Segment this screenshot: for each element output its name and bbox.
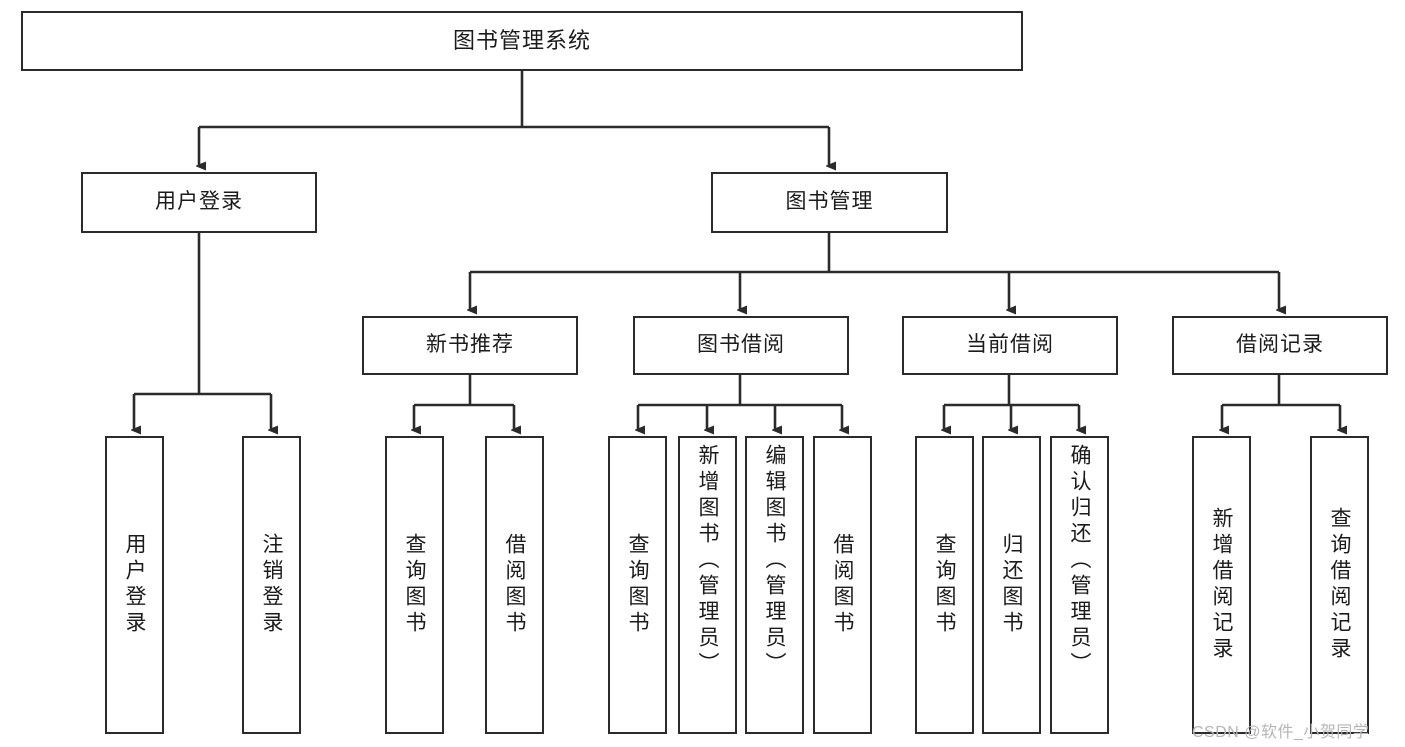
node-label: 借阅记录 — [1236, 333, 1324, 357]
node-label: 查询借阅记录 — [1328, 507, 1351, 663]
node-label: 借阅图书 — [503, 533, 526, 637]
node-book-borrowing[interactable]: 图书借阅 — [633, 316, 849, 375]
node-label: 新增图书（管理员） — [696, 444, 719, 678]
node-label: 图书管理系统 — [452, 28, 591, 54]
node-label: 图书管理 — [785, 190, 874, 214]
node-label: 借阅图书 — [831, 533, 854, 637]
node-current-borrowing[interactable]: 当前借阅 — [902, 316, 1118, 375]
node-label: 查询图书 — [626, 533, 649, 637]
node-label: 用户登录 — [155, 190, 243, 214]
node-borrow-records[interactable]: 借阅记录 — [1172, 316, 1388, 375]
node-label: 新增借阅记录 — [1210, 507, 1233, 663]
node-label: 用户登录 — [123, 533, 146, 637]
node-label: 编辑图书（管理员） — [763, 444, 786, 678]
node-leaf-user-login[interactable]: 用户登录 — [105, 436, 164, 734]
node-label: 查询图书 — [403, 533, 426, 637]
watermark: CSDN @软件_小贺同学 — [1192, 724, 1370, 741]
node-label: 注销登录 — [260, 533, 283, 637]
node-leaf-edit-book-admin[interactable]: 编辑图书（管理员） — [745, 436, 804, 734]
node-label: 当前借阅 — [966, 333, 1054, 357]
node-leaf-logout[interactable]: 注销登录 — [242, 436, 301, 734]
node-book-management[interactable]: 图书管理 — [711, 172, 948, 233]
node-label: 归还图书 — [1000, 533, 1023, 637]
node-leaf-add-borrow-record[interactable]: 新增借阅记录 — [1192, 436, 1251, 734]
node-user-login[interactable]: 用户登录 — [81, 172, 317, 233]
node-root-book-management-system[interactable]: 图书管理系统 — [21, 11, 1023, 71]
node-leaf-cur-query-book[interactable]: 查询图书 — [915, 436, 974, 734]
node-label: 查询图书 — [933, 533, 956, 637]
node-label: 新书推荐 — [426, 333, 514, 357]
node-leaf-borrow-query-book[interactable]: 查询图书 — [608, 436, 667, 734]
node-leaf-return-book[interactable]: 归还图书 — [982, 436, 1041, 734]
node-leaf-add-book-admin[interactable]: 新增图书（管理员） — [678, 436, 737, 734]
node-new-book-recommendation[interactable]: 新书推荐 — [362, 316, 578, 375]
node-leaf-confirm-return-admin[interactable]: 确认归还（管理员） — [1050, 436, 1109, 734]
node-label: 确认归还（管理员） — [1068, 444, 1091, 678]
node-label: 图书借阅 — [697, 333, 785, 357]
node-leaf-borrow-borrow-book[interactable]: 借阅图书 — [813, 436, 872, 734]
node-leaf-rec-query-book[interactable]: 查询图书 — [385, 436, 444, 734]
node-leaf-query-borrow-record[interactable]: 查询借阅记录 — [1310, 436, 1369, 734]
node-leaf-rec-borrow-book[interactable]: 借阅图书 — [485, 436, 544, 734]
